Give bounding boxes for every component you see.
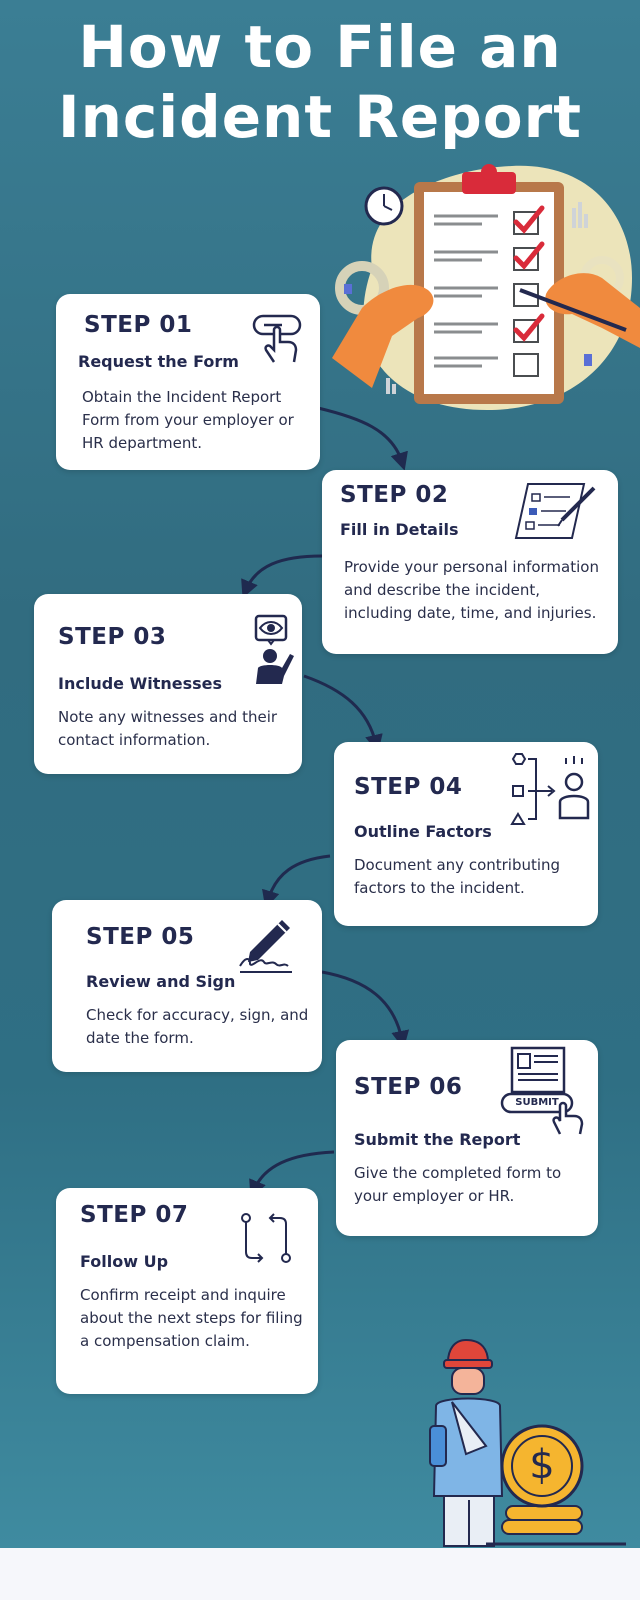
witness-eye-person-icon: [254, 614, 294, 684]
step-label: STEP 04: [354, 774, 463, 800]
step-label: STEP 01: [84, 312, 193, 338]
step-label: STEP 06: [354, 1074, 463, 1100]
title-line-2: Incident Report: [58, 83, 582, 151]
step-description: Obtain the Incident Report Form from you…: [82, 388, 294, 452]
step-heading: Include Witnesses: [58, 674, 223, 693]
connector-arrow-04: [262, 854, 331, 909]
step-description: Document any contributing factors to the…: [354, 856, 561, 897]
step-label: STEP 05: [86, 924, 195, 950]
form-checklist-pen-icon: [514, 483, 596, 539]
step-heading: Review and Sign: [86, 972, 236, 991]
connector-arrow-1-2: [241, 406, 410, 1199]
step-description: Give the completed form to your employer…: [354, 1164, 562, 1205]
follow-up-cycle-arrows-icon: [241, 1213, 291, 1263]
step-card-02: STEP 02 Fill in Details Provide your per…: [322, 470, 618, 654]
injured-worker-coin-illustration: $: [426, 1336, 626, 1548]
step-label: STEP 07: [80, 1202, 189, 1228]
factors-diagram-person-icon: [510, 753, 590, 825]
title-line-1: How to File an: [78, 13, 562, 81]
step-heading: Request the Form: [78, 352, 239, 371]
step-card-01: STEP 01 Request the Form Obtain the Inci…: [56, 294, 320, 470]
step-label: STEP 02: [340, 482, 449, 508]
submit-form-graphic: [500, 1046, 584, 1135]
step-description: Confirm receipt and inquire about the ne…: [80, 1286, 303, 1350]
step-description: Check for accuracy, sign, and date the f…: [86, 1006, 309, 1047]
step-heading: Submit the Report: [354, 1130, 521, 1149]
step-card-05: STEP 05 Review and Sign Check for accura…: [52, 900, 322, 1072]
submit-icon-text: SUBMIT: [515, 1097, 559, 1108]
step-heading: Fill in Details: [340, 520, 459, 539]
connector-arrow-06: [249, 1150, 335, 1199]
step-description: Provide your personal information and de…: [344, 558, 599, 622]
pen-signature-icon: [239, 920, 292, 973]
footer-band: [0, 1548, 640, 1600]
step-label: STEP 03: [58, 624, 167, 650]
step-card-04: STEP 04 Outline Factors Document any con…: [334, 742, 598, 926]
step-card-03: STEP 03 Include Witnesses Note any witne…: [34, 594, 302, 774]
step-heading: Outline Factors: [354, 822, 492, 841]
page-title: How to File an Incident Report: [0, 12, 640, 152]
step-description: Note any witnesses and their contact inf…: [58, 708, 278, 749]
connector-arrow-01: [317, 406, 408, 471]
clipboard-checklist-illustration: [332, 164, 640, 411]
coin-dollar-symbol: $: [529, 1442, 555, 1488]
connector-arrow-02: [241, 554, 323, 599]
submit-form-hand-icon: SUBMIT: [500, 1046, 586, 1136]
step-heading: Follow Up: [80, 1252, 169, 1271]
step-card-07: STEP 07 Follow Up Confirm receipt and in…: [56, 1188, 318, 1394]
hand-pointer-button-icon: [252, 314, 302, 363]
connector-arrow-03: [303, 674, 383, 753]
injured-worker-graphic: [429, 1338, 626, 1547]
connector-arrow-05: [321, 970, 410, 1049]
step-card-06: STEP 06 Submit the Report Give the compl…: [336, 1040, 598, 1236]
